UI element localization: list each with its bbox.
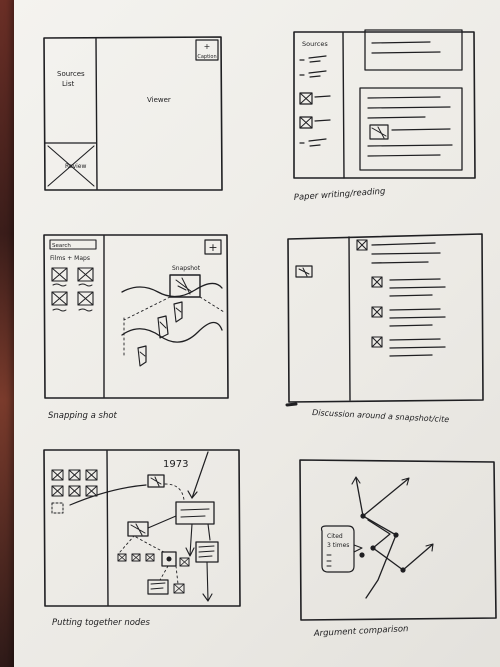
caption-discussion: Discussion around a snapshot/cite — [312, 408, 450, 424]
review-label: Review — [65, 163, 87, 170]
caption-argument: Argument comparison — [313, 624, 409, 639]
add-plus-label: + — [208, 241, 217, 254]
sketch-5-nodes: 1973 — [43, 449, 241, 628]
sketch-2-paper-writing: Sources Paper writing/reading — [293, 29, 476, 203]
sketch-4-discussion: Discussion around a snapshot/cite — [285, 233, 484, 424]
viewer-label: Viewer — [147, 96, 171, 104]
sketch-6-argument: Cited 3 times Argument comparison — [299, 459, 497, 639]
year-label: 1973 — [163, 459, 188, 470]
search-label: Search — [52, 243, 71, 249]
snapshot-label: Snapshot — [172, 265, 201, 272]
sketch-3-snapping-shot: Search Films + Maps + Snapshot — [43, 234, 229, 421]
cited-label-2: 3 times — [327, 542, 349, 549]
caption-paper-writing: Paper writing/reading — [294, 187, 387, 203]
caption-nodes: Putting together nodes — [52, 618, 151, 628]
sources-list-label: Sources — [57, 70, 85, 78]
films-maps-label: Films + Maps — [50, 255, 90, 262]
sketch-1-sources-viewer: + Caption Sources List Viewer Review — [43, 36, 223, 191]
cited-bubble: Cited 3 times — [320, 525, 363, 573]
plus-label: + — [204, 42, 211, 51]
node-thumbnails — [51, 469, 98, 514]
sources-label: Sources — [302, 40, 328, 48]
node-chain — [117, 551, 190, 567]
cited-label: Cited — [327, 533, 343, 540]
sources-list-label-2: List — [62, 80, 74, 88]
caption-snapping: Snapping a shot — [48, 411, 118, 421]
caption-label: Caption — [197, 54, 216, 60]
thumbnail-grid — [51, 267, 94, 312]
